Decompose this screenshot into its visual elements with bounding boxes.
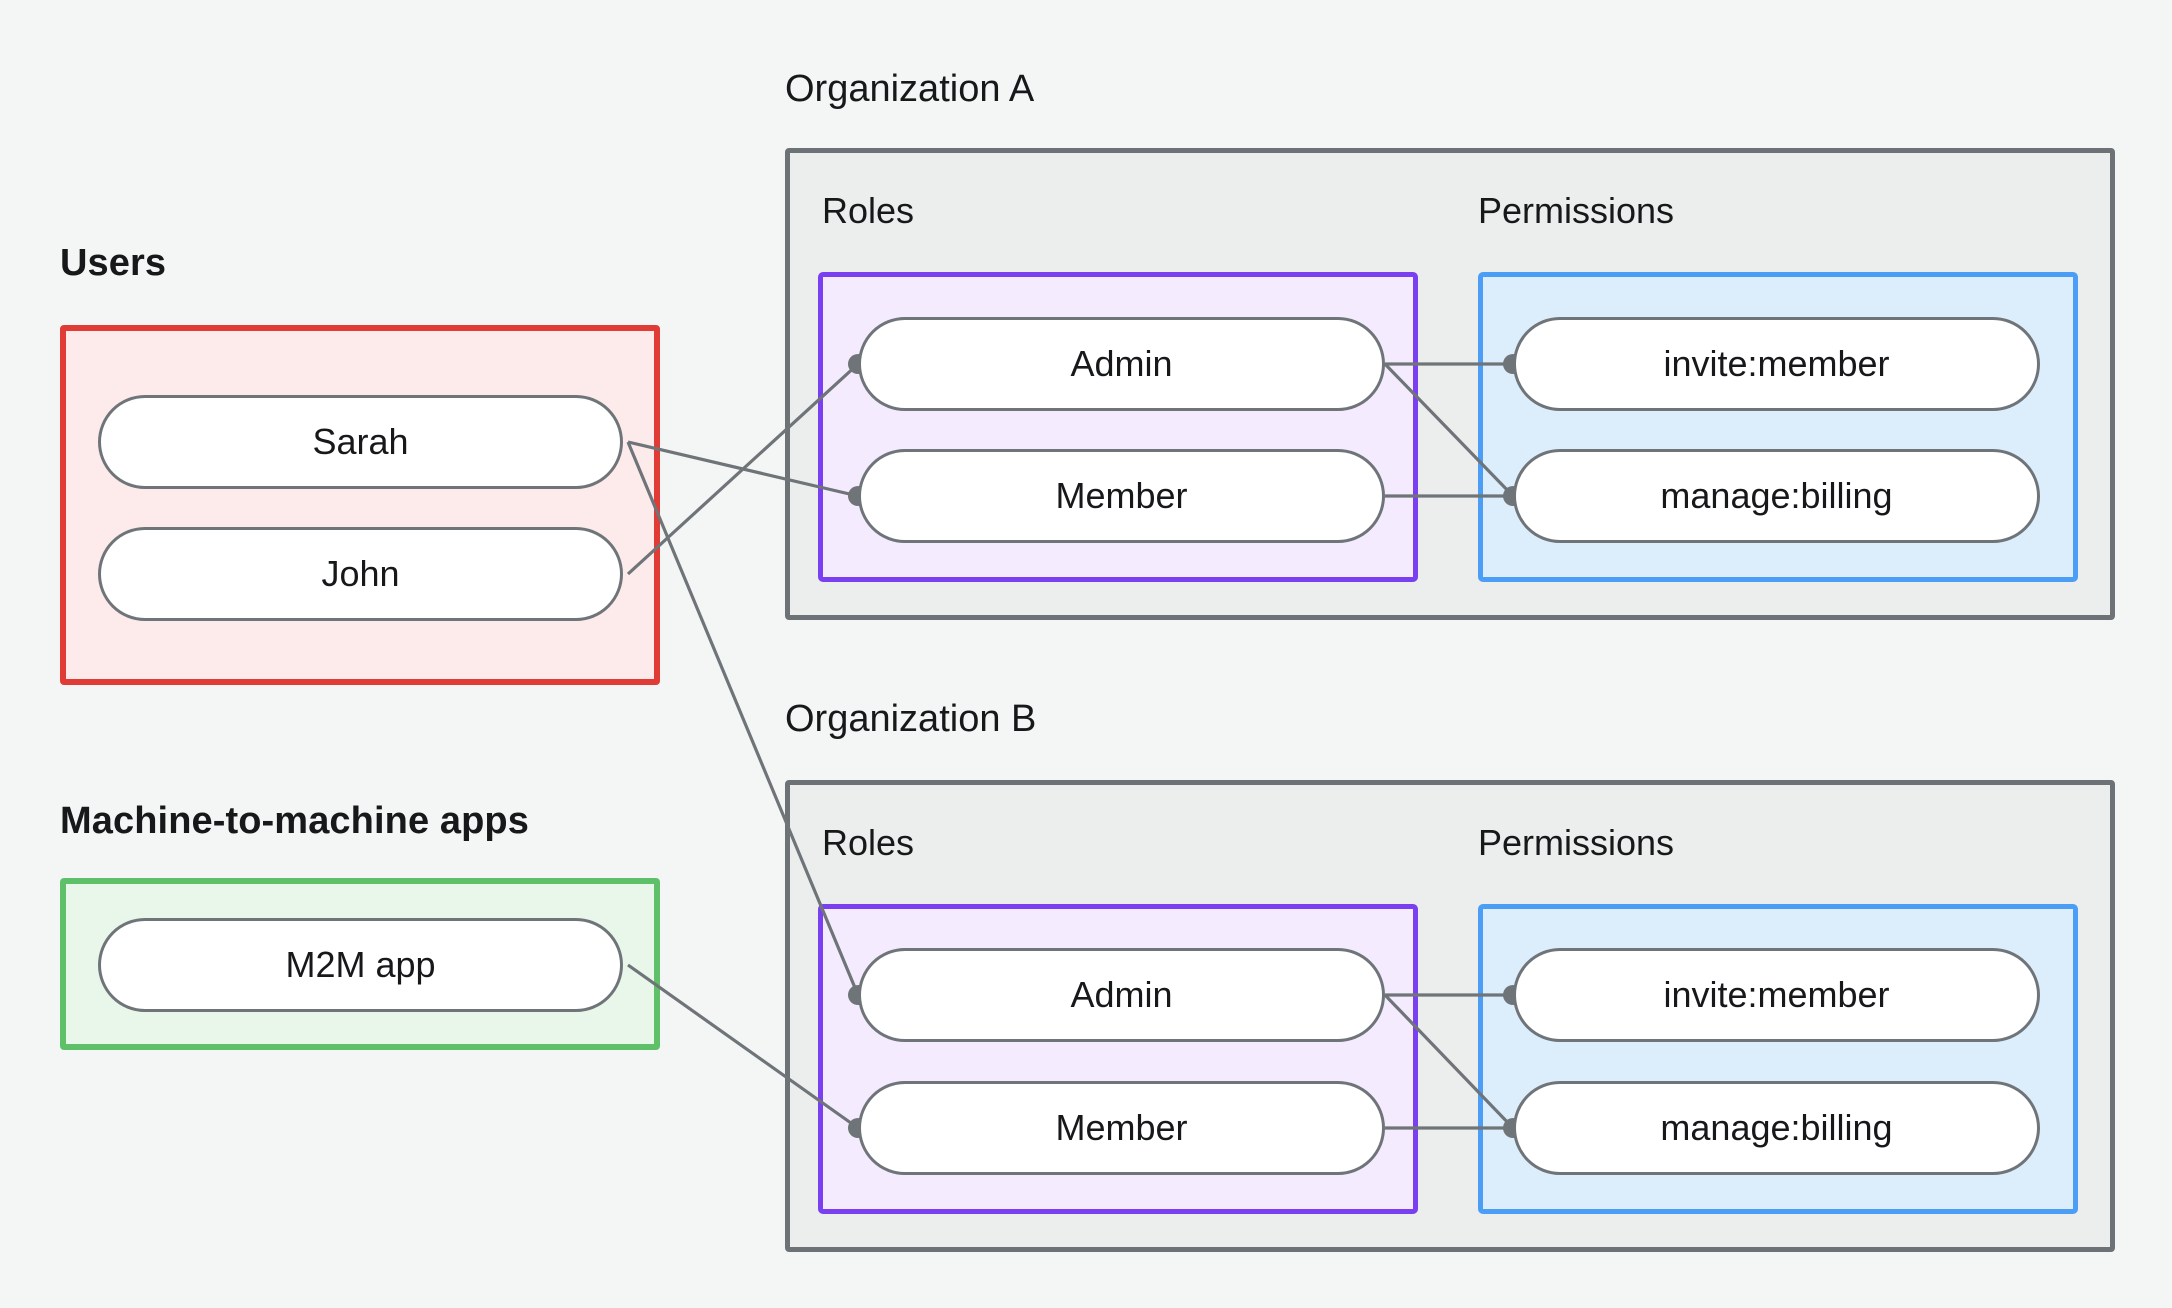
users-container [60, 325, 660, 685]
user-pill-sarah[interactable]: Sarah [98, 395, 623, 489]
organization-b-permissions-label: Permissions [1478, 822, 1675, 863]
organization-b-role-pill-member[interactable]: Member [858, 1081, 1385, 1175]
organization-a-permission-pill-manage-billing[interactable]: manage:billing [1513, 449, 2040, 543]
organization-a-permission-pill-invite-member[interactable]: invite:member [1513, 317, 2040, 411]
organization-b-permission-pill-invite-member[interactable]: invite:member [1513, 948, 2040, 1042]
organization-b-roles-label: Roles [822, 822, 915, 863]
organization-b-permission-pill-manage-billing[interactable]: manage:billing [1513, 1081, 2040, 1175]
user-pill-john[interactable]: John [98, 527, 623, 621]
users-group-label: Users [60, 242, 167, 284]
organization-a-role-pill-admin[interactable]: Admin [858, 317, 1385, 411]
organization-b-label: Organization B [785, 698, 1037, 740]
organization-b-role-pill-admin[interactable]: Admin [858, 948, 1385, 1042]
organization-a-role-pill-member[interactable]: Member [858, 449, 1385, 543]
organization-a-roles-label: Roles [822, 190, 915, 231]
m2m-pill-app[interactable]: M2M app [98, 918, 623, 1012]
organization-a-label: Organization A [785, 68, 1035, 110]
organization-a-permissions-label: Permissions [1478, 190, 1675, 231]
m2m-group-label: Machine-to-machine apps [60, 800, 529, 842]
